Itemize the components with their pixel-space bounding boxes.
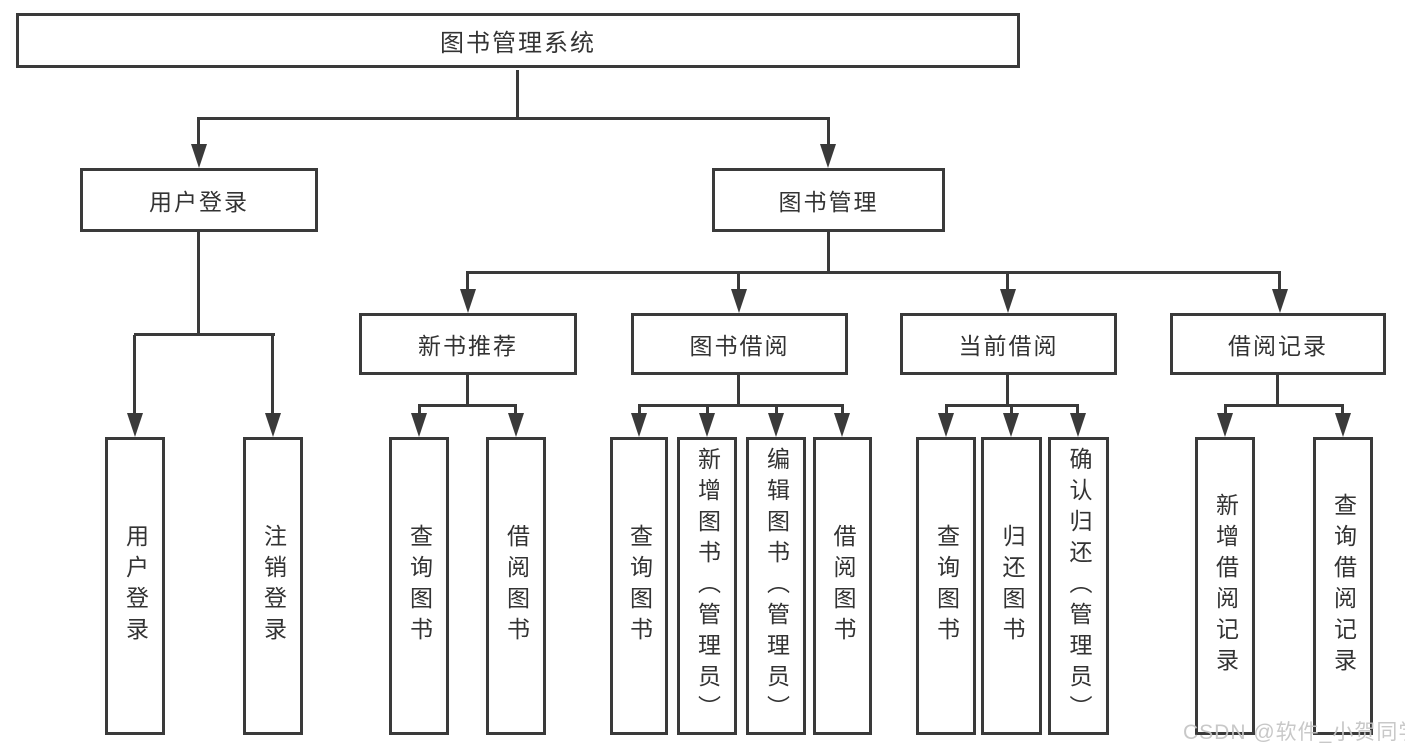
connector-level3-rail: [466, 271, 1281, 274]
connector-user-login-rail: [134, 333, 275, 336]
arrowhead-leaf-logout: [265, 413, 281, 437]
connector-g4-leaf3-drop: [1076, 404, 1079, 415]
arrowhead-g4-leaf3: [1070, 413, 1086, 437]
node-current-borrow: 当前借阅: [900, 313, 1117, 375]
arrowhead-g3-leaf2: [699, 413, 715, 437]
connector-book-mgmt-drop: [827, 119, 830, 146]
connector-new-book-rail: [418, 404, 517, 407]
connector-g4-leaf2-drop: [1010, 404, 1013, 415]
leaf-add-borrow-record: 新增借阅记录: [1195, 437, 1255, 735]
arrowhead-g3-leaf1: [631, 413, 647, 437]
arrowhead-g3-leaf3: [768, 413, 784, 437]
leaf-logout: 注销登录: [243, 437, 303, 735]
connector-book-borrow-drop: [737, 273, 740, 291]
connector-g5-leaf2-drop: [1341, 404, 1344, 415]
leaf-borrow-book-recommend: 借阅图书: [486, 437, 546, 735]
node-user-login: 用户登录: [80, 168, 318, 232]
arrowhead-g2-leaf1: [411, 413, 427, 437]
arrowhead-g4-leaf2: [1003, 413, 1019, 437]
arrowhead-g4-leaf1: [938, 413, 954, 437]
connector-user-login-stem: [197, 232, 200, 336]
connector-book-borrow-rail: [638, 404, 843, 407]
arrowhead-g5-leaf1: [1217, 413, 1233, 437]
arrowhead-book-borrow: [731, 289, 747, 313]
connector-user-login-drop: [197, 119, 200, 146]
leaf-query-book-current: 查询图书: [916, 437, 976, 735]
connector-book-mgmt-stem: [827, 232, 830, 273]
connector-current-borrow-drop: [1006, 273, 1009, 291]
node-book-borrow: 图书借阅: [631, 313, 848, 375]
leaf-confirm-return-admin: 确认归还（管理员）: [1048, 437, 1109, 735]
arrowhead-g2-leaf2: [508, 413, 524, 437]
connector-level2-rail: [197, 117, 830, 120]
leaf-add-book-admin: 新增图书（管理员）: [677, 437, 737, 735]
connector-g3-leaf4-drop: [841, 404, 844, 415]
connector-g2-leaf2-drop: [514, 404, 517, 415]
connector-borrow-records-drop: [1278, 273, 1281, 291]
arrowhead-g5-leaf2: [1335, 413, 1351, 437]
leaf-user-login: 用户登录: [105, 437, 165, 735]
node-book-management: 图书管理: [712, 168, 945, 232]
leaf-query-book-borrow: 查询图书: [610, 437, 668, 735]
connector-new-book-stem: [466, 373, 469, 406]
connector-borrow-records-rail: [1224, 404, 1344, 407]
connector-current-borrow-stem: [1006, 373, 1009, 406]
connector-g2-leaf1-drop: [418, 404, 421, 415]
connector-root-stem: [516, 70, 519, 119]
leaf-query-borrow-record: 查询借阅记录: [1313, 437, 1373, 735]
arrowhead-user-login: [191, 144, 207, 168]
arrowhead-leaf-login: [127, 413, 143, 437]
root-node-library-system: 图书管理系统: [16, 13, 1020, 68]
arrowhead-current-borrow: [1000, 289, 1016, 313]
connector-g3-leaf3-drop: [775, 404, 778, 415]
connector-leaf-login-drop: [133, 335, 136, 415]
arrowhead-borrow-records: [1272, 289, 1288, 313]
connector-g3-leaf2-drop: [706, 404, 709, 415]
arrowhead-new-book: [460, 289, 476, 313]
leaf-return-book: 归还图书: [981, 437, 1042, 735]
connector-g4-leaf1-drop: [945, 404, 948, 415]
connector-leaf-logout-drop: [271, 335, 274, 415]
node-borrow-records: 借阅记录: [1170, 313, 1386, 375]
connector-book-borrow-stem: [737, 373, 740, 406]
connector-new-book-drop: [466, 273, 469, 291]
node-new-book-recommend: 新书推荐: [359, 313, 577, 375]
arrowhead-g3-leaf4: [834, 413, 850, 437]
connector-g3-leaf1-drop: [638, 404, 641, 415]
leaf-query-book-recommend: 查询图书: [389, 437, 449, 735]
leaf-borrow-book: 借阅图书: [813, 437, 872, 735]
arrowhead-book-mgmt: [820, 144, 836, 168]
leaf-edit-book-admin: 编辑图书（管理员）: [746, 437, 806, 735]
connector-borrow-records-stem: [1276, 373, 1279, 406]
csdn-watermark: CSDN @软件_小贺同学: [1183, 721, 1405, 744]
connector-g5-leaf1-drop: [1224, 404, 1227, 415]
